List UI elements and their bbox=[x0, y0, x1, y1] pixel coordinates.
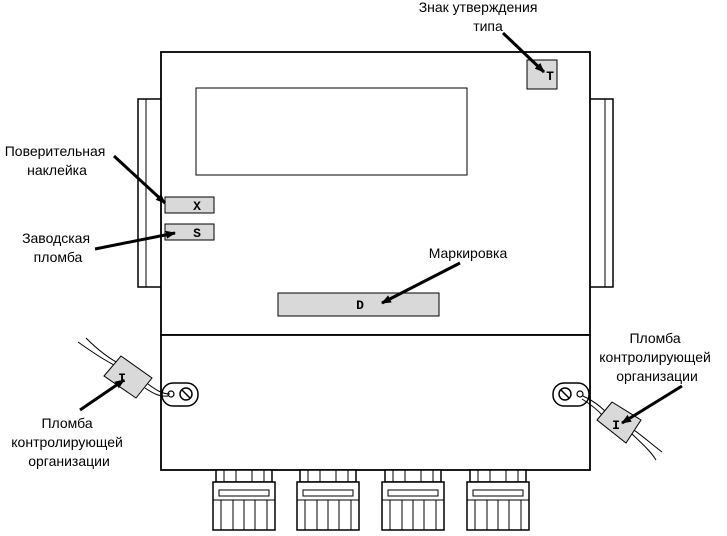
factory-seal-callout-line-2: пломба bbox=[34, 249, 83, 265]
verification-sticker: X bbox=[164, 196, 215, 214]
factory-seal-callout-line-1: Заводская bbox=[22, 230, 90, 246]
left-mounting-bracket bbox=[137, 98, 163, 288]
right-mounting-bracket bbox=[588, 98, 614, 288]
left-control-seal-callout: Пломба контролирующей организации bbox=[11, 415, 126, 469]
marking-plate-label: D bbox=[356, 298, 364, 313]
cable-gland-1 bbox=[212, 469, 276, 531]
display-window bbox=[195, 87, 468, 176]
type-approval-callout-line-2: типа bbox=[473, 18, 503, 34]
factory-seal-label: S bbox=[193, 226, 201, 241]
cable-gland-4 bbox=[466, 469, 530, 531]
cable-gland-2 bbox=[296, 469, 360, 531]
factory-seal: S bbox=[164, 223, 215, 241]
marking-plate: D bbox=[277, 292, 440, 317]
marking-callout-line-1: Маркировка bbox=[429, 245, 508, 261]
right-control-seal-callout-line-2: контролирующей bbox=[599, 349, 711, 365]
type-approval-mark: T bbox=[526, 59, 558, 90]
type-approval-mark-label: T bbox=[546, 69, 554, 84]
right-control-seal: I bbox=[581, 395, 663, 461]
factory-seal-callout: Заводская пломба bbox=[22, 230, 94, 265]
factory-seal-arrow bbox=[94, 230, 176, 251]
left-control-seal-callout-line-1: Пломба bbox=[41, 415, 92, 431]
type-approval-callout: Знак утверждения типа bbox=[419, 0, 542, 34]
right-control-seal-arrow bbox=[621, 384, 683, 425]
left-control-seal-callout-line-2: контролирующей bbox=[11, 434, 123, 450]
right-control-seal-callout-line-3: организации bbox=[616, 368, 698, 384]
left-control-seal-arrow bbox=[79, 378, 125, 412]
left-control-seal-label: I bbox=[118, 371, 126, 386]
verification-sticker-label: X bbox=[193, 199, 201, 214]
verification-sticker-callout: Поверительная наклейка bbox=[5, 143, 110, 178]
right-control-seal-callout-line-1: Пломба bbox=[629, 330, 680, 346]
marking-callout: Маркировка bbox=[429, 245, 508, 261]
marking-arrow bbox=[381, 261, 461, 305]
right-control-seal-label: I bbox=[612, 418, 620, 433]
verification-sticker-arrow bbox=[112, 154, 167, 205]
cable-gland-3 bbox=[381, 469, 445, 531]
right-seal-lug bbox=[552, 382, 590, 407]
left-control-seal-callout-line-3: организации bbox=[28, 453, 110, 469]
verification-sticker-callout-line-2: наклейка bbox=[27, 162, 87, 178]
left-control-seal: I bbox=[77, 337, 171, 399]
left-seal-lug bbox=[161, 382, 199, 407]
housing-lower bbox=[160, 334, 591, 471]
verification-sticker-callout-line-1: Поверительная bbox=[5, 143, 106, 159]
type-approval-arrow bbox=[501, 31, 546, 74]
right-control-seal-callout: Пломба контролирующей организации bbox=[599, 330, 714, 384]
type-approval-callout-line-1: Знак утверждения bbox=[419, 0, 538, 15]
